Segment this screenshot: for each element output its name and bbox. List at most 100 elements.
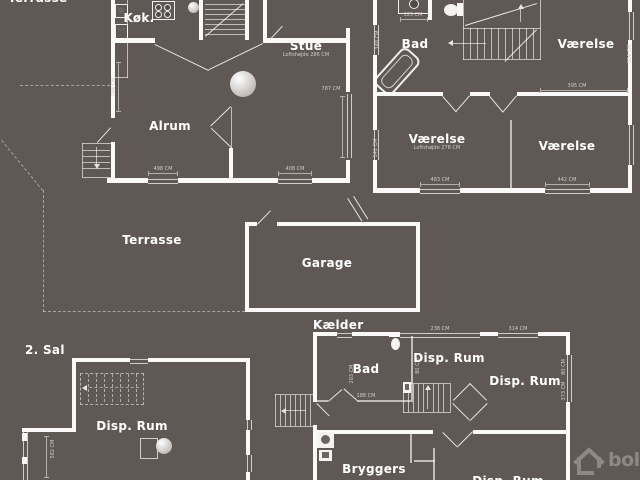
dashed-boundary (43, 311, 245, 312)
dimension-line (545, 182, 590, 187)
bedroom-label: Værelse (408, 132, 466, 146)
dimension-label: 324 CM (627, 44, 633, 64)
toilet-tank (457, 3, 463, 16)
wall-thin (414, 460, 435, 462)
stairwell (540, 0, 541, 60)
stair-tread (128, 374, 129, 402)
window (130, 359, 148, 364)
wall (373, 92, 443, 96)
door-leaf (208, 43, 263, 71)
wall (111, 38, 155, 43)
door-leaf (343, 388, 358, 401)
wall (22, 433, 27, 441)
wall (245, 226, 249, 308)
stair-tread (112, 374, 113, 402)
wall-thin (410, 433, 412, 463)
wall (245, 222, 257, 226)
loft-stairs (80, 373, 144, 405)
stairwell (403, 412, 450, 413)
wall (628, 165, 632, 193)
entry-steps (82, 143, 111, 144)
stair-tread (413, 384, 414, 412)
door-leaf (442, 96, 457, 113)
dimension-line (44, 436, 49, 478)
wall (312, 178, 350, 183)
wall (346, 28, 350, 92)
exterior-stairs (275, 394, 276, 427)
dimension-label: 395 CM (567, 83, 587, 89)
wall (277, 222, 420, 226)
wall (22, 457, 27, 464)
room-divider (510, 120, 512, 188)
window (629, 12, 634, 40)
stairwell (403, 383, 404, 413)
storage-label: Disp. Rum (489, 374, 561, 388)
wall (566, 336, 570, 355)
dimension-label: 325 CM (403, 12, 423, 18)
bathroom-label: Bad (401, 37, 429, 51)
bedroom-label: Værelse (557, 37, 615, 51)
dimension-label: 203 CM (349, 364, 355, 384)
room-divider (411, 336, 413, 402)
terrace-label: Terrasse (122, 233, 182, 247)
stair-arrow (427, 388, 428, 409)
watermark-brand: boligsi (608, 449, 640, 471)
stairwell (463, 0, 464, 60)
dimension-label: 80 CM (561, 359, 567, 375)
stair-tread (519, 28, 520, 59)
wall (229, 148, 233, 178)
dimension-label: 188 CM (356, 393, 376, 399)
wall (313, 332, 317, 402)
exterior-stairs (275, 426, 313, 427)
laundry-label: Bryggers (342, 462, 406, 476)
toilet-icon (444, 4, 458, 16)
wall (517, 92, 632, 96)
kitchen-label: Køk. (123, 11, 155, 25)
stair-tread (491, 28, 492, 59)
window (337, 333, 352, 338)
wall (460, 188, 545, 193)
toilet-icon (391, 338, 400, 350)
wall (352, 332, 400, 336)
door-leaf (210, 106, 231, 127)
ceiling-height-label: Loftshøjde 278 CM (413, 145, 461, 151)
wall (148, 358, 250, 362)
stair-arrow (84, 387, 139, 388)
door-leaf (457, 431, 473, 447)
dishwasher-icon (115, 4, 128, 18)
wall (373, 160, 377, 193)
wall (246, 358, 250, 420)
storage-label: Disp. Rum (413, 351, 485, 365)
toilet-icon (188, 2, 199, 13)
door-leaf (453, 383, 471, 401)
dashed-boundary (20, 85, 110, 86)
arrow-head-icon (281, 408, 286, 414)
wall (473, 430, 566, 434)
dimension-label: 348 CM (375, 30, 381, 50)
sink-basin (405, 384, 409, 390)
wall (72, 358, 130, 362)
stair-arrow (284, 410, 306, 411)
exterior-stairs (275, 394, 313, 395)
dimension-label: 787 CM (321, 86, 341, 92)
stair-tread (423, 384, 424, 412)
stairwell (403, 383, 450, 384)
stair-tread (205, 34, 245, 35)
window (545, 189, 590, 194)
basement-title: Kælder (313, 318, 364, 332)
wall (263, 0, 267, 43)
arrow-head-icon (94, 164, 100, 169)
entry-steps (82, 143, 83, 177)
stair-tread (136, 374, 137, 402)
wall (628, 40, 632, 125)
window (420, 189, 460, 194)
stove-icon (152, 1, 175, 20)
window (247, 455, 252, 472)
window (23, 432, 28, 480)
stair-tread (526, 28, 527, 59)
wall (72, 358, 76, 430)
dimension-line (340, 96, 345, 158)
dimension-label: 238 CM (430, 326, 450, 332)
door-leaf (257, 210, 271, 225)
stair-tread (205, 24, 245, 25)
